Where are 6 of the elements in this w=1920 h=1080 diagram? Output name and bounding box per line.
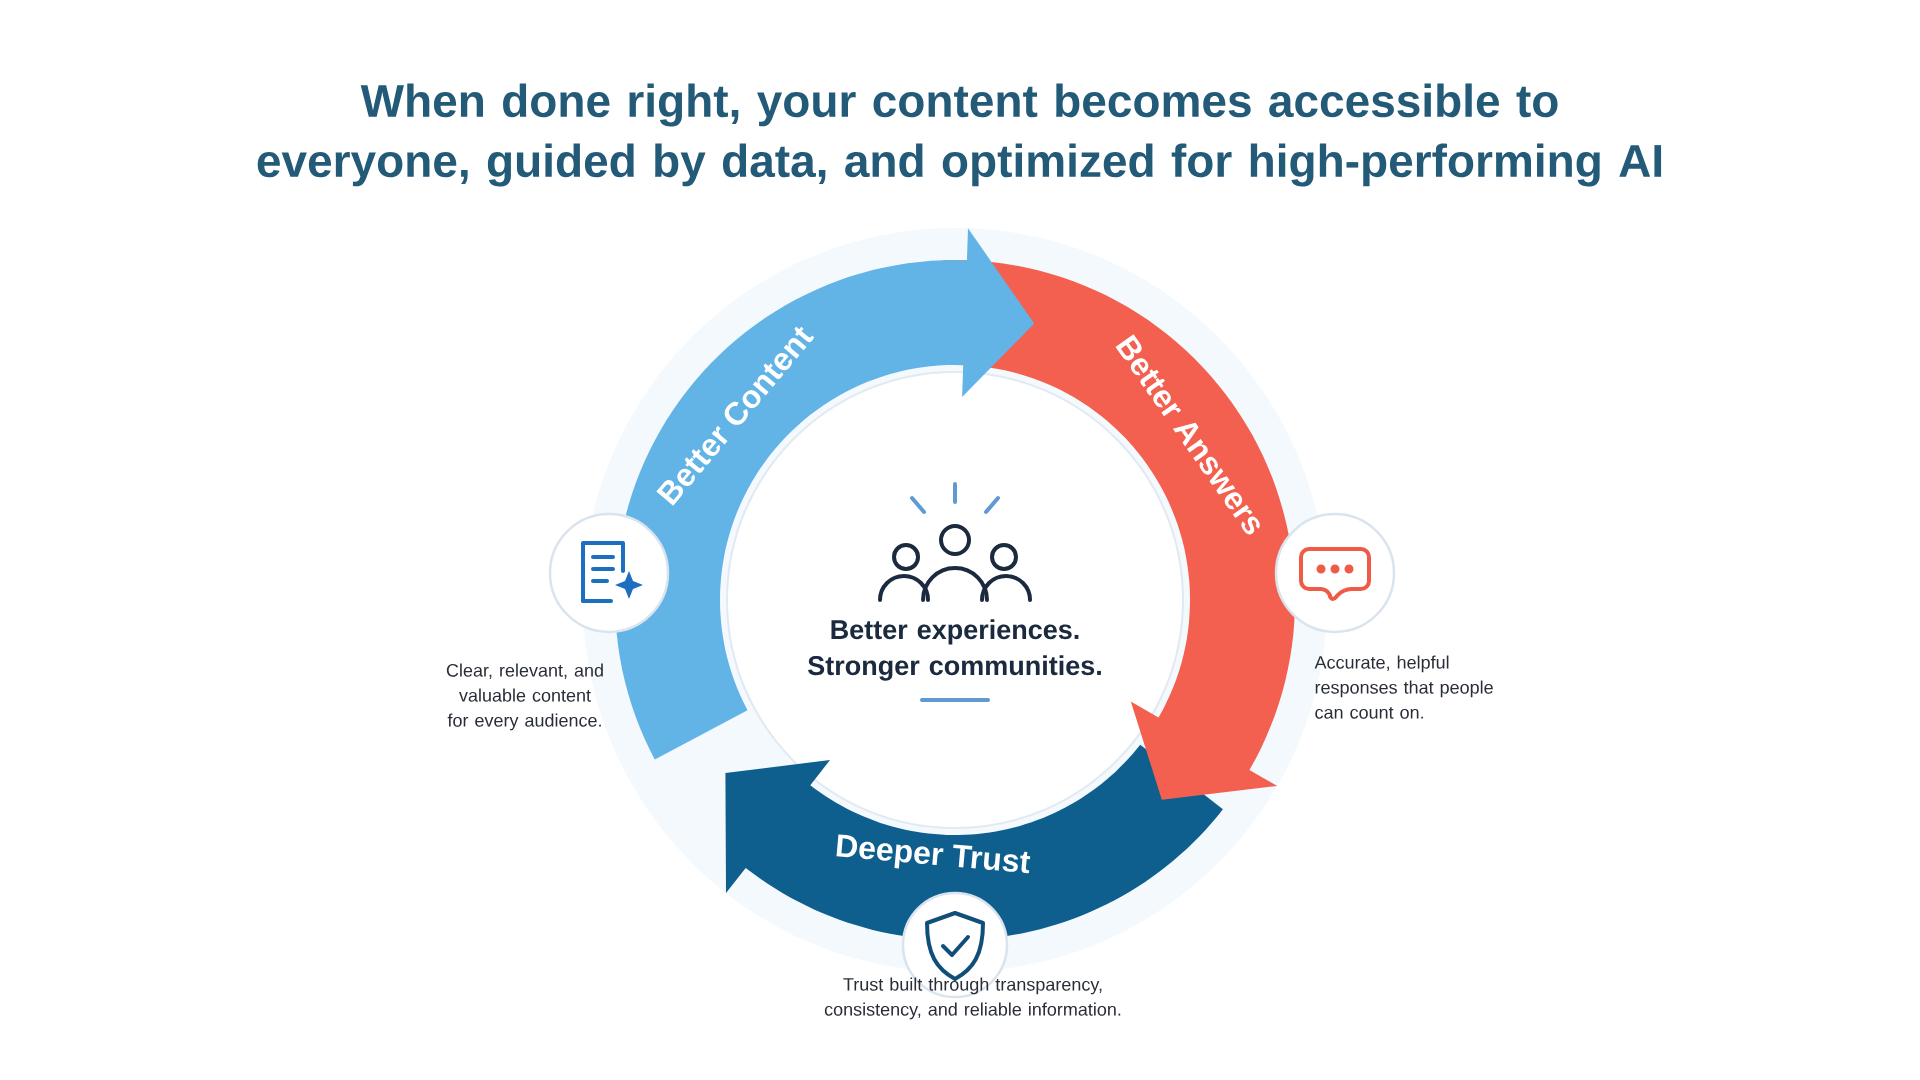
title: When done right, your content becomes accessible to everyone, guided by data, and optimized for high-performing AI xyxy=(257,83,1662,187)
description-text: Trust built through transparency, consistency, and reliable information. xyxy=(824,977,1121,1020)
icon-circle xyxy=(548,512,670,634)
icon-circle xyxy=(1274,512,1396,634)
description-text: Accurate, helpful responses that people can count on. xyxy=(1314,655,1493,719)
description-text: Clear, relevant, and valuable content for every audience. xyxy=(446,663,603,731)
